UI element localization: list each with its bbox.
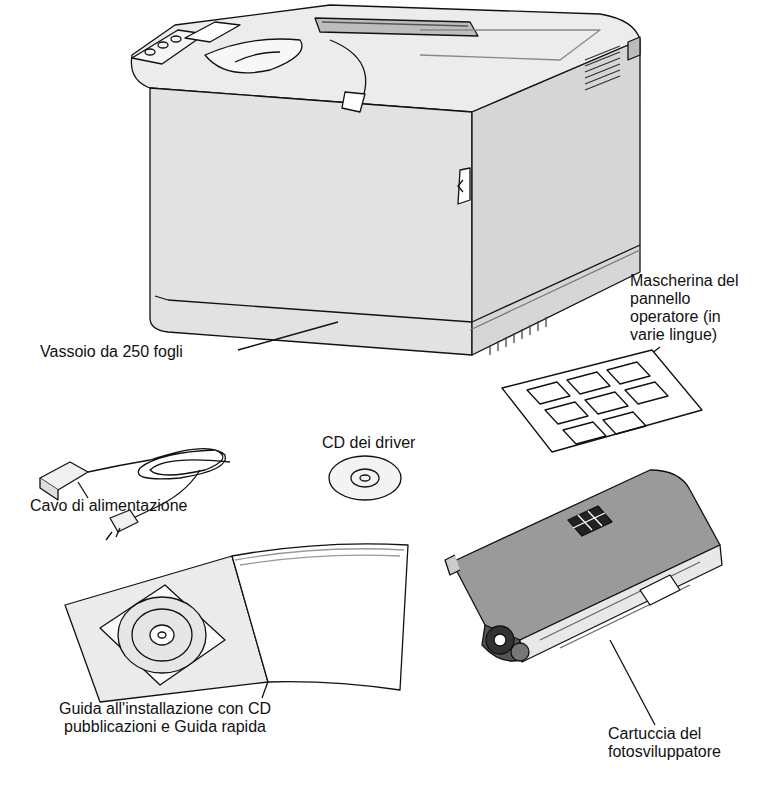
power-cord [40,449,230,540]
printer [131,5,640,355]
part-label: Cavo di alimentazione [30,497,220,515]
driver-cd [329,456,401,500]
photodeveloper-cartridge [445,470,722,662]
part-label: CD dei driver [322,434,452,452]
part-label: Mascherina del pannello operatore (in va… [630,272,758,344]
overlay-sheet [502,350,702,452]
part-label: Guida all'installazione con CD pubblicaz… [40,700,290,736]
part-label: Vassoio da 250 fogli [40,343,240,361]
setup-guide [65,544,408,702]
part-label: Cartuccia del fotosviluppatore [608,725,738,761]
